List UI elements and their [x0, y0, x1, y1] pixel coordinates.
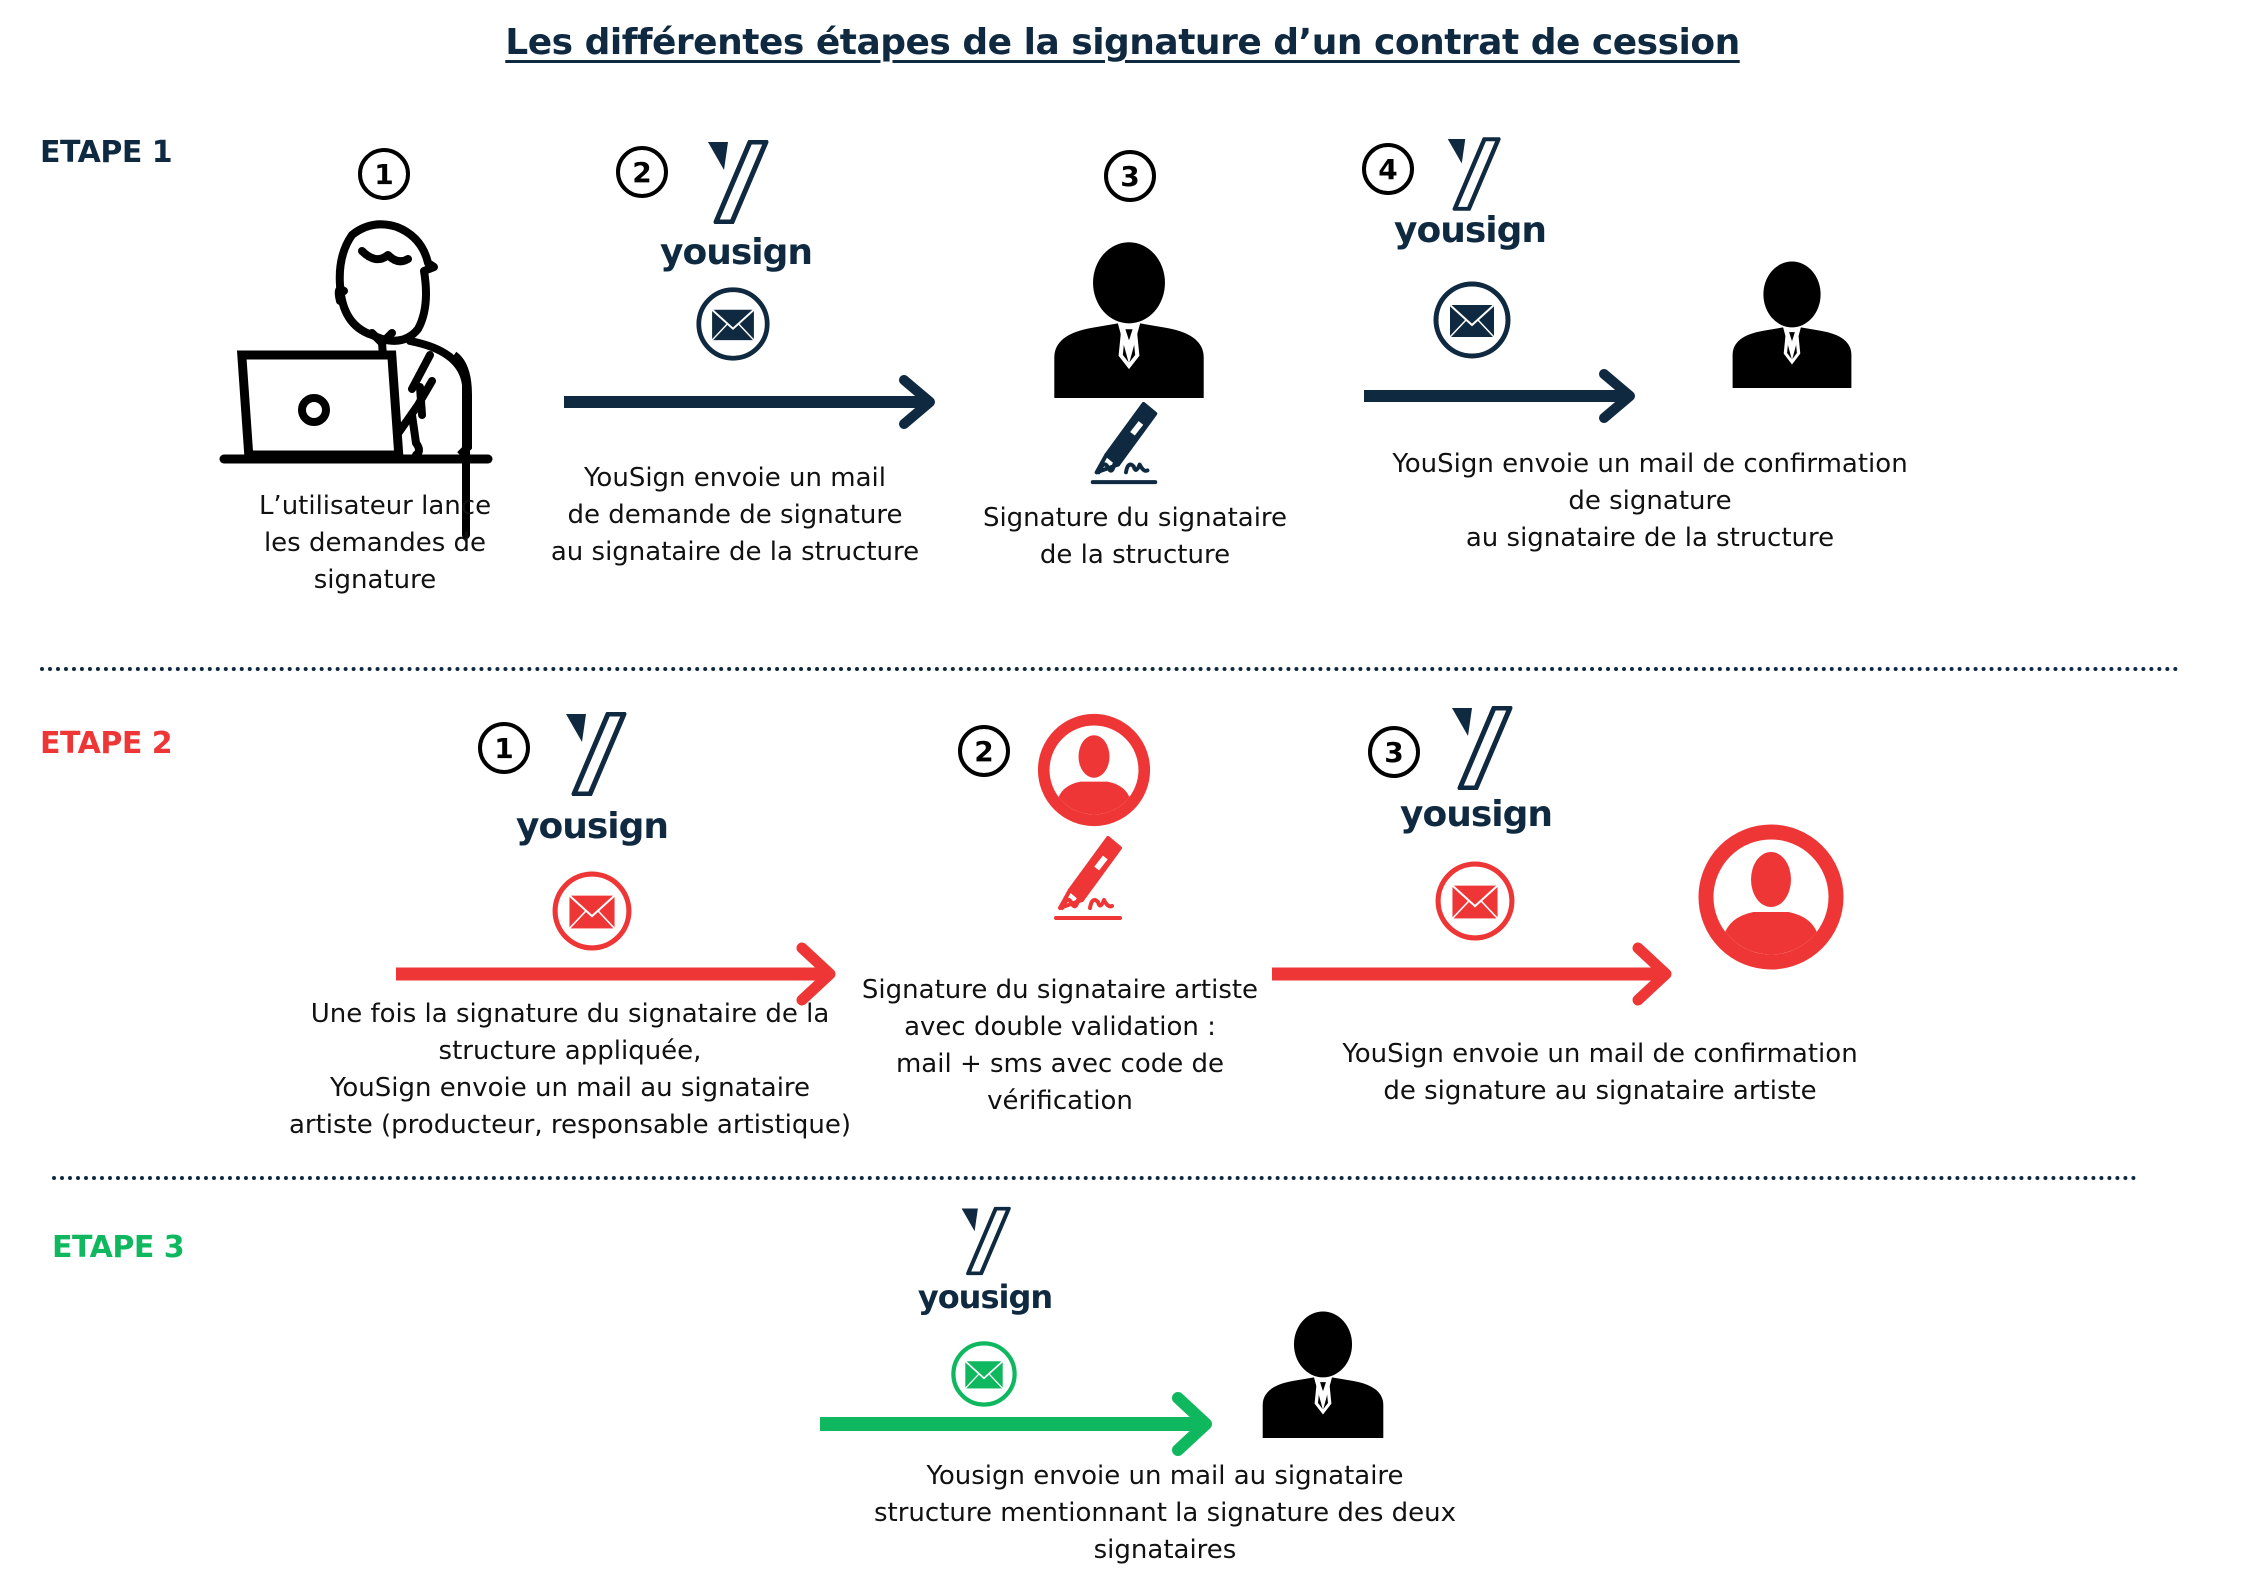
step-number-badge: 3: [1104, 150, 1156, 202]
arrow-right-icon: [396, 942, 836, 1006]
yousign-logo-icon: [1446, 136, 1502, 212]
step-caption: L’utilisateur lance les demandes de sign…: [258, 491, 492, 595]
yousign-brand-text: yousign: [1400, 794, 1553, 835]
arrow-right-icon: [564, 375, 935, 429]
yousign-logo-icon: [1450, 706, 1514, 790]
step-caption: YouSign envoie un mail de confirmation d…: [1392, 449, 1908, 553]
step-number-badge: 2: [958, 725, 1010, 777]
yousign-brand-text: yousign: [516, 806, 669, 847]
pen-signature-icon: [1082, 400, 1166, 488]
mail-icon: [1432, 280, 1512, 360]
step-number-badge: 3: [1368, 726, 1420, 778]
step-caption: Yousign envoie un mail au signataire str…: [873, 1461, 1457, 1565]
yousign-brand-text: yousign: [660, 232, 813, 273]
yousign-brand-text: yousign: [1394, 210, 1547, 251]
pen-signature-icon: [1046, 834, 1130, 924]
mail-icon: [695, 286, 771, 362]
user-laptop-icon: [219, 220, 493, 539]
artist-avatar-icon: [1036, 712, 1152, 828]
step-number-badge: 2: [616, 146, 668, 198]
arrow-right-icon: [1364, 369, 1635, 423]
section-divider: [52, 1176, 2138, 1180]
step-caption: Une fois la signature du signataire de l…: [288, 999, 852, 1140]
step-caption: YouSign envoie un mail de demande de sig…: [550, 463, 920, 567]
arrow-right-icon: [1272, 942, 1672, 1006]
yousign-logo-icon: [706, 140, 770, 224]
arrow-right-icon: [820, 1392, 1212, 1456]
step-caption: Signature du signataire de la structure: [982, 503, 1288, 570]
etape-3-label: ETAPE 3: [52, 1230, 185, 1265]
businessman-icon: [1256, 1308, 1390, 1438]
etape-1-label: ETAPE 1: [40, 135, 173, 170]
step-number-badge: 1: [478, 722, 530, 774]
artist-avatar-icon: [1696, 822, 1846, 972]
businessman-icon: [1046, 238, 1212, 398]
step-number-badge: 4: [1362, 143, 1414, 195]
mail-icon: [551, 870, 633, 952]
yousign-brand-text: yousign: [917, 1278, 1053, 1316]
mail-icon: [1434, 860, 1516, 942]
yousign-logo-icon: [564, 712, 628, 796]
section-divider: [40, 667, 2180, 671]
step-number-badge: 1: [358, 148, 410, 200]
businessman-icon: [1726, 258, 1858, 388]
yousign-logo-icon: [960, 1206, 1012, 1276]
step-caption: YouSign envoie un mail de confirmation d…: [1342, 1039, 1858, 1106]
page-title: Les différentes étapes de la signature d…: [505, 22, 1740, 63]
etape-2-label: ETAPE 2: [40, 726, 173, 761]
step-caption: Signature du signataire artiste avec dou…: [861, 975, 1259, 1116]
